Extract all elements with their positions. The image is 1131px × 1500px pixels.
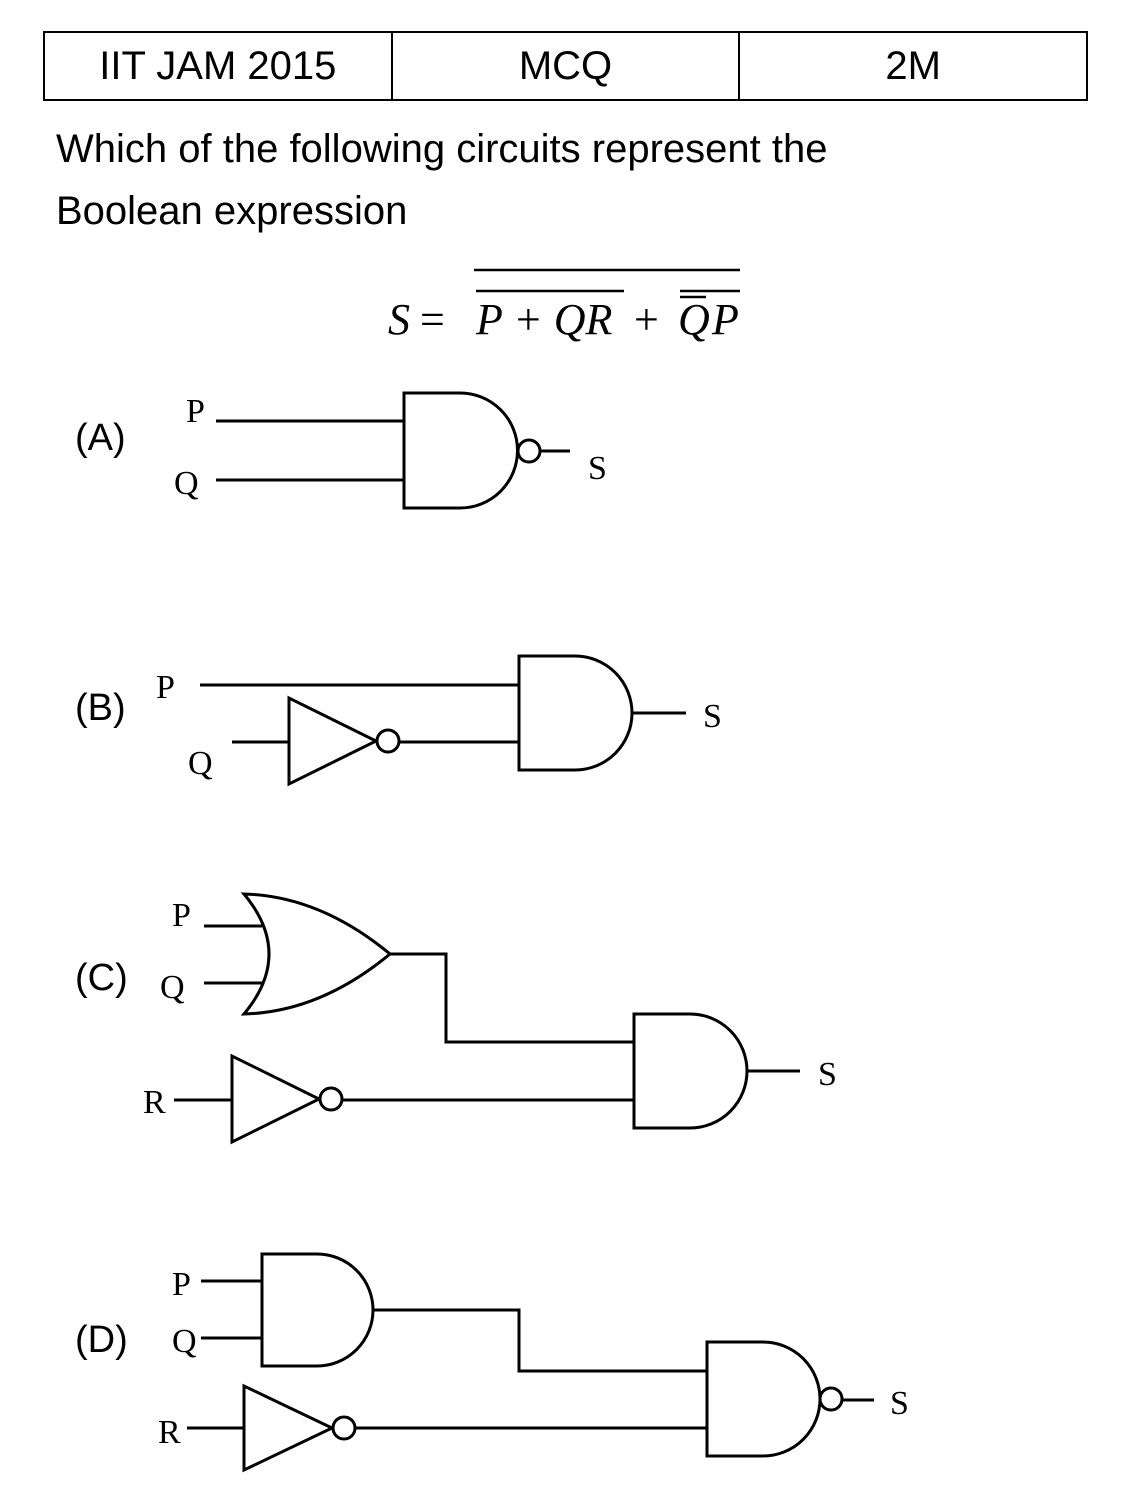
option-b-circuit: (B) P Q S: [75, 654, 722, 787]
header-table: IIT JAM 2015 MCQ 2M: [43, 31, 1088, 101]
option-d-input-p: P: [172, 1266, 191, 1303]
equation-equals: =: [420, 295, 445, 344]
option-a-nand-gate: [402, 391, 519, 510]
option-c-input-r: R: [143, 1084, 166, 1121]
option-d-input-q: Q: [172, 1323, 197, 1360]
option-d-input-r: R: [158, 1414, 181, 1451]
boolean-equation: S = P + QR + Q P: [388, 268, 740, 344]
option-d-not-bubble: [331, 1415, 357, 1441]
option-d-inversion-bubble: [818, 1386, 844, 1412]
option-a-inversion-bubble: [516, 438, 542, 464]
equation-term-2-p: P: [711, 295, 739, 344]
question-line-1: Which of the following circuits represen…: [56, 127, 828, 171]
question-text: Which of the following circuits represen…: [56, 118, 1096, 242]
option-a-output-s: S: [588, 450, 607, 487]
option-b-and-gate: [517, 654, 634, 772]
option-d-and-gate: [260, 1252, 375, 1368]
option-b-input-p: P: [156, 669, 175, 706]
equation-term-1: P + QR: [475, 295, 613, 344]
equation-term-2-q: Q: [678, 295, 710, 344]
option-b-not-bubble: [375, 728, 401, 754]
question-type-cell: MCQ: [393, 33, 741, 99]
option-c-input-p: P: [172, 897, 191, 934]
option-d-and-output-wire: [373, 1308, 707, 1373]
option-d-output-s: S: [890, 1385, 909, 1422]
option-c-output-s: S: [818, 1056, 837, 1093]
option-c-input-q: Q: [160, 969, 185, 1006]
option-a-input-q: Q: [174, 465, 199, 502]
question-line-2: Boolean expression: [56, 189, 408, 233]
option-d-not-gate: [242, 1383, 336, 1473]
equation-plus: +: [634, 295, 659, 344]
option-c-or-gate: [240, 892, 393, 1016]
option-c-not-gate: [230, 1053, 323, 1145]
option-b-input-q: Q: [188, 745, 213, 782]
option-b-not-gate: [287, 695, 380, 787]
option-a-input-p: P: [186, 393, 205, 430]
equation-lhs: S: [388, 295, 410, 344]
option-c-or-output-wire: [390, 952, 634, 1044]
option-a-circuit: (A) P Q S: [75, 391, 607, 510]
exam-cell: IIT JAM 2015: [45, 33, 393, 99]
option-d-nand-gate: [705, 1340, 822, 1458]
option-d-circuit: (D) P Q R S: [75, 1252, 909, 1473]
option-b-label: (B): [75, 687, 126, 729]
option-b-output-s: S: [703, 698, 722, 735]
option-c-and-gate: [632, 1012, 749, 1130]
option-c-circuit: (C) P Q R S: [75, 892, 837, 1145]
option-d-label: (D): [75, 1319, 128, 1361]
option-c-label: (C): [75, 957, 128, 999]
option-a-label: (A): [75, 417, 126, 459]
option-c-not-bubble: [318, 1086, 344, 1112]
marks-cell: 2M: [885, 43, 941, 88]
